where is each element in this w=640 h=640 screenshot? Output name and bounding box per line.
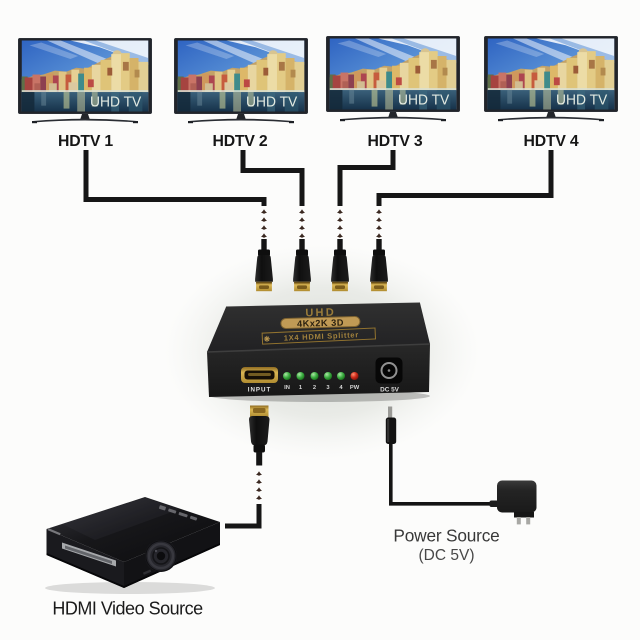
svg-text:3: 3 bbox=[326, 385, 330, 391]
svg-text:HDMI Video Source: HDMI Video Source bbox=[52, 599, 203, 619]
svg-text:IN: IN bbox=[284, 385, 290, 391]
svg-text:PW: PW bbox=[350, 385, 360, 391]
svg-text:(DC 5V): (DC 5V) bbox=[419, 547, 475, 564]
svg-text:4: 4 bbox=[339, 385, 343, 391]
svg-text:HDTV 1: HDTV 1 bbox=[58, 133, 113, 150]
svg-text:HDTV 2: HDTV 2 bbox=[213, 133, 268, 150]
svg-text:UHD: UHD bbox=[305, 307, 336, 320]
svg-text:HDTV 3: HDTV 3 bbox=[368, 133, 423, 150]
svg-text:1: 1 bbox=[299, 385, 303, 391]
svg-text:2: 2 bbox=[313, 385, 316, 391]
svg-text:HDTV 4: HDTV 4 bbox=[524, 133, 579, 150]
svg-text:1X4 HDMI Splitter: 1X4 HDMI Splitter bbox=[284, 330, 360, 342]
svg-text:INPUT: INPUT bbox=[248, 387, 272, 394]
svg-text:4Kx2K 3D: 4Kx2K 3D bbox=[297, 318, 344, 329]
svg-text:Power Source: Power Source bbox=[393, 526, 499, 546]
svg-text:DC 5V: DC 5V bbox=[380, 387, 400, 394]
